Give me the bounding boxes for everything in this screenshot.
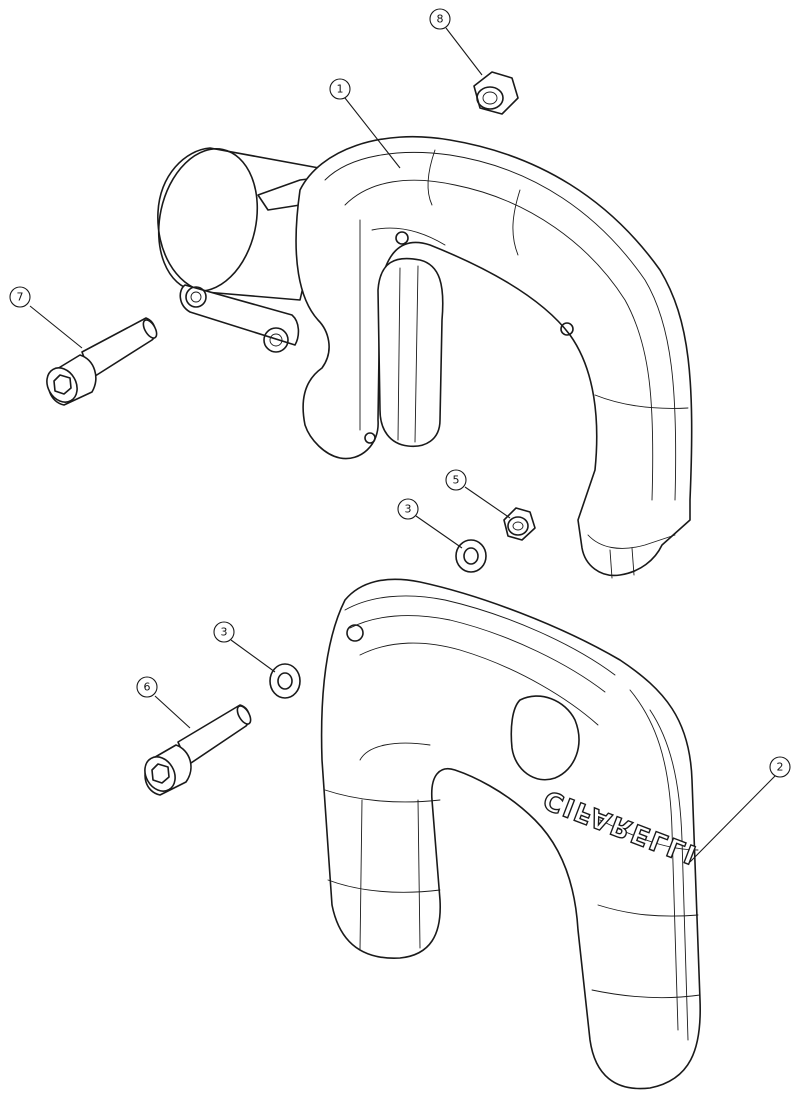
part-3-washer-a [455, 539, 487, 573]
part-1-upper-housing [157, 136, 693, 579]
callout-1-label: 1 [337, 83, 344, 96]
callout-8-label: 8 [437, 13, 444, 26]
callout-3b-label: 3 [221, 626, 228, 639]
callout-2-label: 2 [777, 761, 784, 774]
part-6-cap-screw [144, 704, 252, 796]
callout-3b: 3 [213, 621, 235, 643]
part-8-hex-nut [473, 71, 519, 115]
part-2-lower-grip [320, 578, 702, 1090]
part-5-hex-nut [503, 507, 536, 541]
callout-1: 1 [329, 78, 351, 100]
callout-2: 2 [769, 756, 791, 778]
callout-6: 6 [136, 676, 158, 698]
callout-8: 8 [429, 8, 451, 30]
part-3-washer-b [269, 663, 301, 699]
callout-7-label: 7 [17, 291, 24, 304]
callout-3a: 3 [397, 498, 419, 520]
part-7-cap-screw [46, 317, 158, 406]
callout-3a-label: 3 [405, 503, 412, 516]
callout-5: 5 [445, 469, 467, 491]
callout-7: 7 [9, 286, 31, 308]
callout-6-label: 6 [144, 681, 151, 694]
callout-5-label: 5 [453, 474, 460, 487]
leader-lines [29, 27, 776, 863]
